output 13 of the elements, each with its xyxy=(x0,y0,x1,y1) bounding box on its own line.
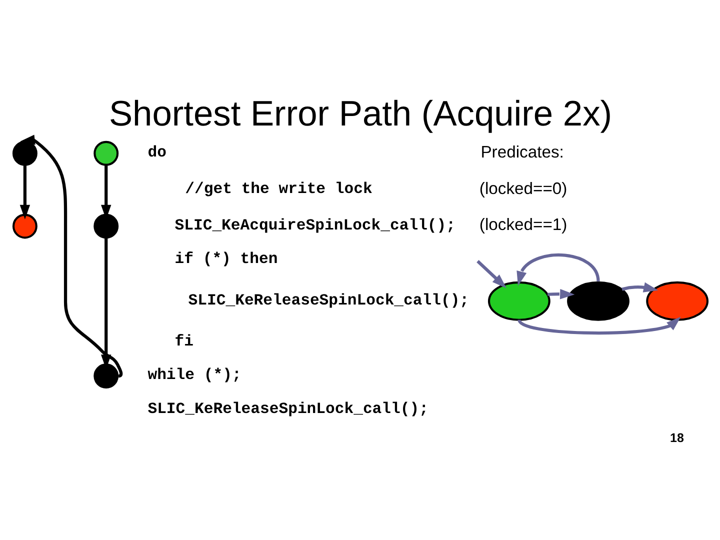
diagram-title: Shortest Error Path (Acquire 2x) xyxy=(108,94,612,134)
label: SLIC_KeReleaseSpinLock_call(); xyxy=(147,399,428,418)
label: SLIC_KeReleaseSpinLock_call(); xyxy=(188,290,469,309)
label: (locked==1) xyxy=(478,214,567,234)
label: do xyxy=(147,143,166,162)
label: fi xyxy=(174,332,193,350)
label: Predicates: xyxy=(480,142,564,161)
label: SLIC_KeAcquireSpinLock_call(); xyxy=(174,216,456,234)
label: //get the write lock xyxy=(184,179,372,198)
label: while (*); xyxy=(147,366,241,384)
label: if (*) then xyxy=(174,250,278,268)
label: (locked==0) xyxy=(478,178,567,198)
label: 18 xyxy=(670,430,684,445)
